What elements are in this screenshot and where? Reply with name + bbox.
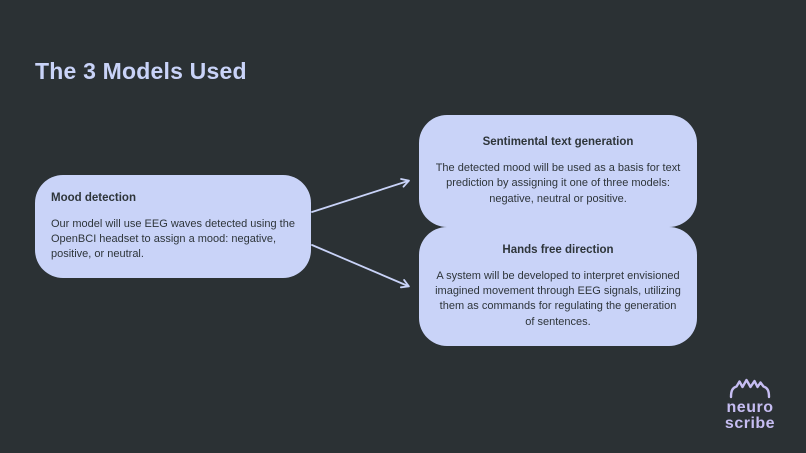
eeg-wave-icon xyxy=(729,378,771,399)
card-mood-body: Our model will use EEG waves detected us… xyxy=(51,217,295,261)
card-sentimental-body: The detected mood will be used as a basi… xyxy=(435,162,681,205)
card-sentimental-title: Sentimental text generation xyxy=(482,136,634,149)
logo-text-neuro: neuro xyxy=(726,399,774,416)
card-mood-detection: Mood detection Our model will use EEG wa… xyxy=(35,175,311,278)
logo-text-scribe: scribe xyxy=(724,415,776,432)
card-hands-free-direction: Hands free direction A system will be de… xyxy=(419,227,697,346)
card-handsfree-body: A system will be developed to interpret … xyxy=(435,270,681,328)
page-title: The 3 Models Used xyxy=(35,58,247,84)
card-handsfree-title: Hands free direction xyxy=(502,244,614,257)
arrow-to-sentimental-icon xyxy=(311,178,410,213)
arrow-to-handsfree-icon xyxy=(311,244,410,289)
neuroscribe-logo: neuro scribe xyxy=(714,378,786,432)
card-mood-title: Mood detection xyxy=(51,191,136,204)
card-sentimental-text-generation: Sentimental text generation The detected… xyxy=(419,115,697,227)
